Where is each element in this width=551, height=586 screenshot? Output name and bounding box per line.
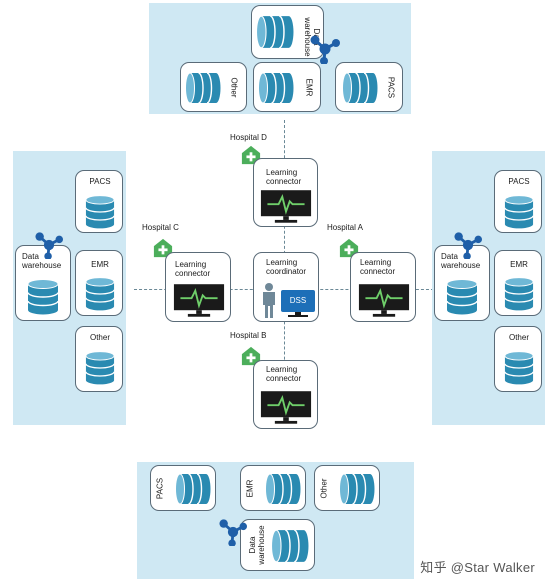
data-warehouse-label: Data warehouse bbox=[248, 525, 266, 565]
dss-base bbox=[288, 315, 308, 317]
emr-label: EMR bbox=[91, 260, 109, 269]
person-icon bbox=[263, 283, 275, 318]
network-icon bbox=[35, 231, 63, 259]
emr-label: EMR bbox=[510, 260, 528, 269]
pacs-card[interactable]: PACS bbox=[75, 170, 123, 233]
other-card[interactable]: Other bbox=[180, 62, 247, 112]
database-icon bbox=[446, 279, 478, 315]
database-icon bbox=[258, 72, 294, 104]
other-card[interactable]: Other bbox=[494, 326, 542, 392]
database-icon bbox=[504, 351, 534, 385]
other-card[interactable]: Other bbox=[314, 465, 380, 511]
pacs-label: PACS bbox=[386, 76, 396, 99]
top-data-panel: Data warehouse Other EMR PACS bbox=[149, 3, 411, 114]
monitor-icon bbox=[173, 283, 225, 317]
database-icon bbox=[256, 15, 294, 49]
database-icon bbox=[175, 473, 211, 505]
database-icon bbox=[265, 473, 301, 505]
hospital-d-learning-connector[interactable]: Learning connector bbox=[253, 158, 318, 227]
database-icon bbox=[504, 277, 534, 311]
database-icon bbox=[85, 195, 115, 229]
data-warehouse-card[interactable]: Data warehouse bbox=[434, 245, 490, 321]
other-label: Other bbox=[89, 333, 110, 342]
dss-stand bbox=[295, 312, 301, 315]
coordinator-label: Learning coordinator bbox=[266, 258, 307, 276]
emr-card[interactable]: EMR bbox=[253, 62, 321, 112]
pacs-card[interactable]: PACS bbox=[335, 62, 403, 112]
hospital-d-label: Hospital D bbox=[230, 133, 267, 142]
other-label: Other bbox=[229, 77, 239, 98]
pacs-card[interactable]: PACS bbox=[494, 170, 542, 233]
network-icon bbox=[219, 518, 247, 546]
left-data-panel: PACS Data warehouse EMR Other bbox=[13, 151, 126, 425]
monitor-icon bbox=[260, 189, 312, 223]
database-icon bbox=[85, 351, 115, 385]
connector-label: Learning connector bbox=[266, 365, 302, 383]
emr-label: EMR bbox=[304, 78, 314, 97]
pacs-label: PACS bbox=[89, 177, 111, 186]
database-icon bbox=[342, 72, 378, 104]
right-data-panel: PACS Data warehouse EMR Other bbox=[432, 151, 545, 425]
emr-label: EMR bbox=[245, 479, 255, 498]
connector-label: Learning connector bbox=[360, 258, 396, 276]
pacs-label: PACS bbox=[508, 177, 530, 186]
pacs-card[interactable]: PACS bbox=[150, 465, 216, 511]
database-icon bbox=[185, 72, 221, 104]
database-icon bbox=[339, 473, 375, 505]
data-warehouse-card[interactable]: Data warehouse bbox=[15, 245, 71, 321]
monitor-icon bbox=[358, 283, 410, 317]
network-icon bbox=[454, 231, 482, 259]
pacs-label: PACS bbox=[155, 477, 165, 500]
network-icon bbox=[310, 34, 340, 64]
monitor-icon bbox=[260, 390, 312, 424]
connector-label: Learning connector bbox=[175, 260, 211, 278]
database-icon bbox=[27, 279, 59, 315]
other-label: Other bbox=[319, 478, 329, 499]
other-label: Other bbox=[508, 333, 529, 342]
emr-card[interactable]: EMR bbox=[494, 250, 542, 316]
watermark: 知乎 @Star Walker bbox=[420, 560, 535, 575]
learning-coordinator[interactable]: Learning coordinator DSS bbox=[253, 252, 319, 322]
bottom-data-panel: PACS EMR Other Data warehouse bbox=[137, 462, 414, 579]
hospital-a-label: Hospital A bbox=[327, 223, 364, 232]
other-card[interactable]: Other bbox=[75, 326, 123, 392]
database-icon bbox=[271, 529, 309, 563]
emr-card[interactable]: EMR bbox=[75, 250, 123, 316]
data-warehouse-card[interactable]: Data warehouse bbox=[240, 519, 315, 571]
hospital-a-learning-connector[interactable]: Learning connector bbox=[350, 252, 416, 322]
hospital-c-label: Hospital C bbox=[142, 223, 179, 232]
dss-badge: DSS bbox=[281, 290, 315, 312]
data-warehouse-label: Data warehouse bbox=[22, 252, 62, 270]
database-icon bbox=[504, 195, 534, 229]
database-icon bbox=[85, 277, 115, 311]
connector-label: Learning connector bbox=[266, 168, 302, 186]
data-warehouse-card[interactable]: Data warehouse bbox=[251, 5, 324, 59]
hospital-b-label: Hospital B bbox=[230, 331, 267, 340]
hospital-c-learning-connector[interactable]: Learning connector bbox=[165, 252, 231, 322]
data-warehouse-label: Data warehouse bbox=[441, 252, 481, 270]
hospital-b-learning-connector[interactable]: Learning connector bbox=[253, 360, 318, 429]
emr-card[interactable]: EMR bbox=[240, 465, 306, 511]
dss-label: DSS bbox=[289, 296, 307, 305]
